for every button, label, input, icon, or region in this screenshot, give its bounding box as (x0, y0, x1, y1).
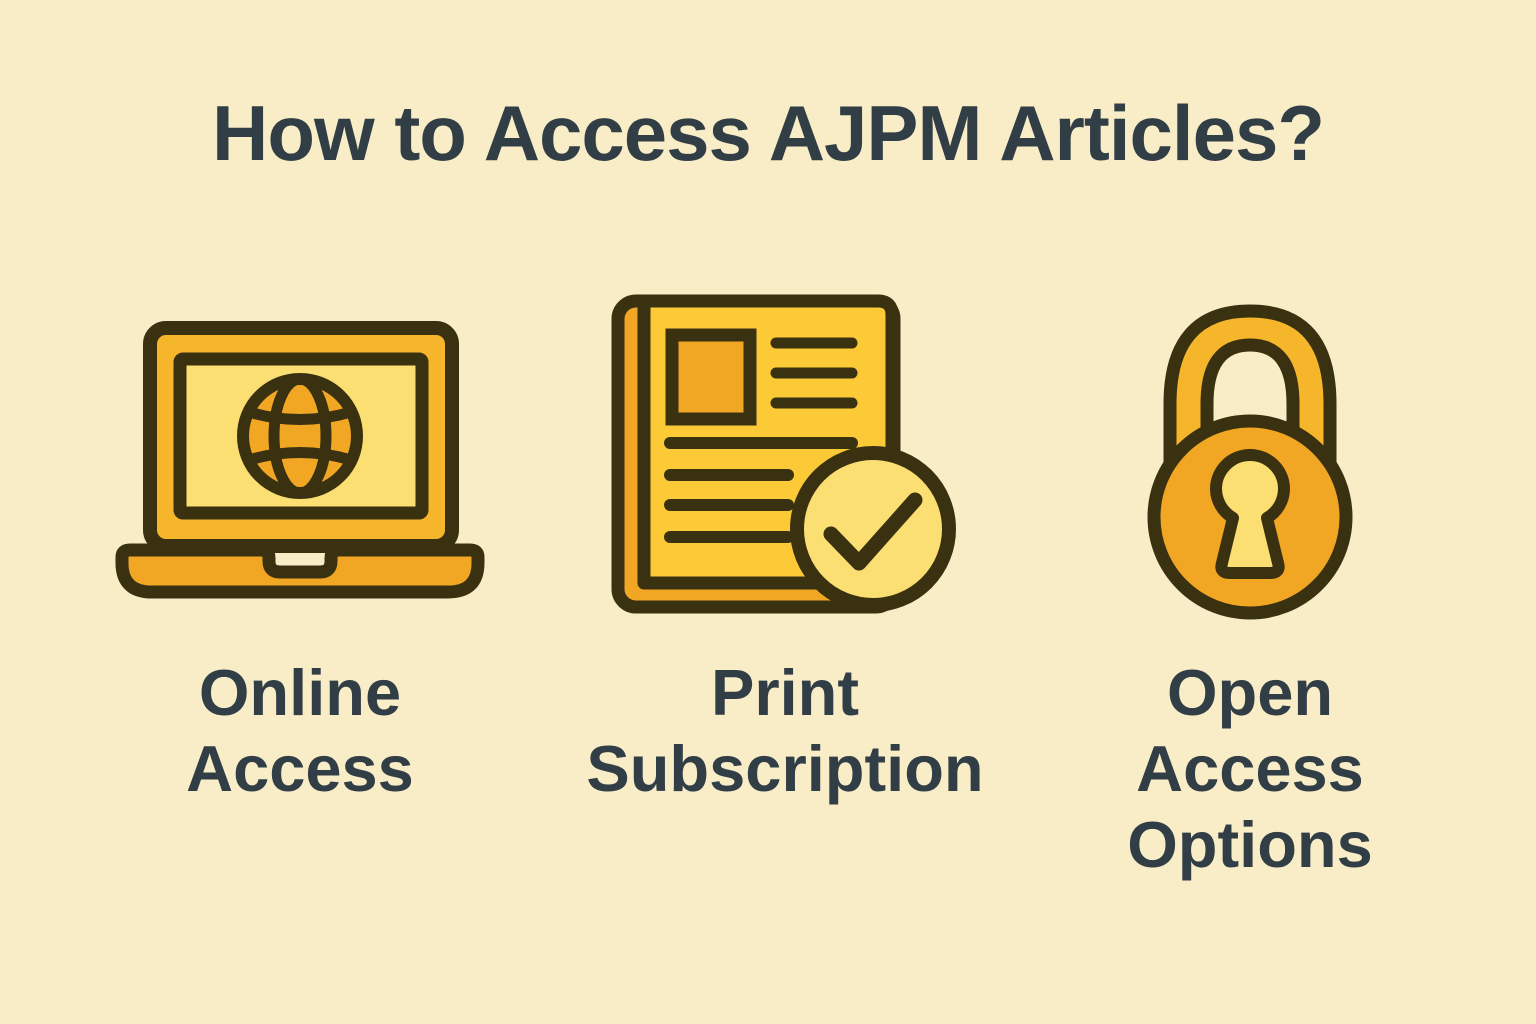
padlock-icon (1035, 295, 1465, 625)
label-open-access-options: Open Access Options (1127, 656, 1373, 882)
label-print-subscription: Print Subscription (586, 656, 984, 806)
item-open-access: Open Access Options (1035, 295, 1465, 883)
page-title: How to Access AJPM Articles? (212, 89, 1325, 177)
label-online-access: Online Access (186, 656, 414, 806)
laptop-globe-icon (85, 295, 515, 625)
item-print-subscription: Print Subscription (565, 294, 1005, 807)
document-check-icon (565, 294, 1005, 625)
item-online-access: Online Access (85, 295, 515, 807)
